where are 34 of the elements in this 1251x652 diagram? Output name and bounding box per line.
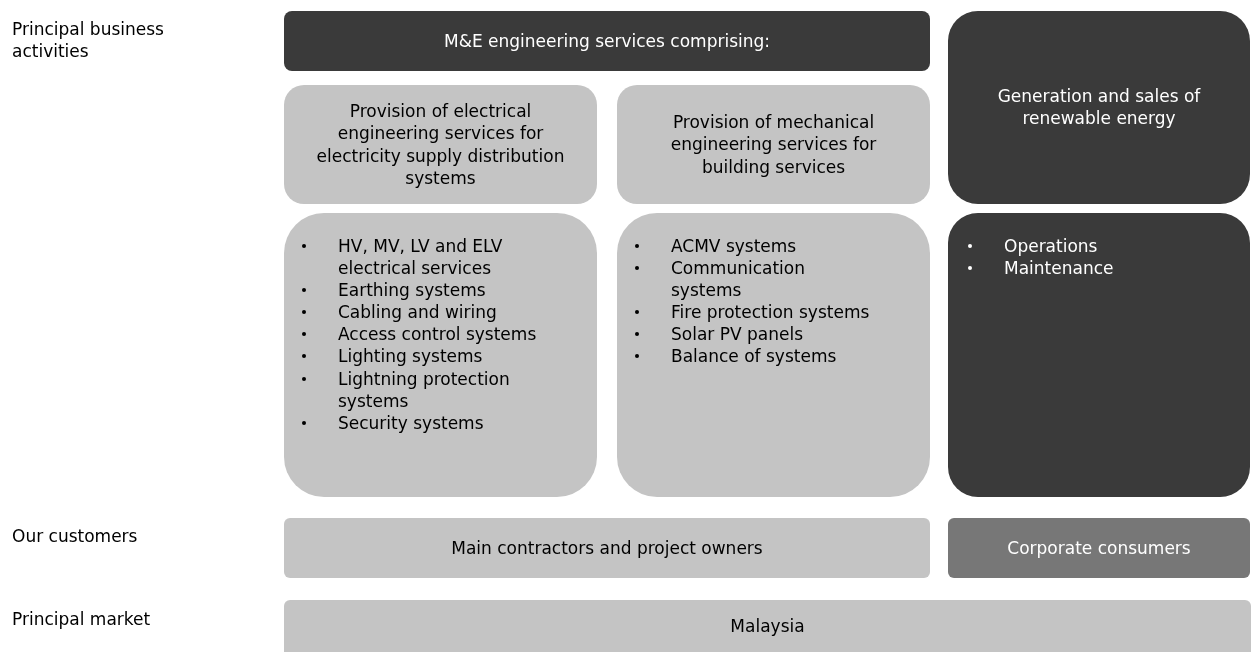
box-text: Malaysia (730, 614, 805, 638)
bullet-item: Fire protection systems (635, 301, 922, 324)
bullet-item: HV, MV, LV and ELV electrical services (302, 235, 589, 280)
service-box (617, 85, 930, 204)
market-bar (284, 600, 1251, 652)
box-text: Main contractors and project owners (451, 536, 763, 560)
box-text: Provision of mechanical engineering services for building services (669, 111, 878, 178)
box-text: Generation and sales of renewable energy (996, 85, 1202, 130)
customer-box (284, 518, 930, 578)
row-label: Principal market (12, 608, 152, 631)
service-box (284, 85, 597, 204)
bullet-item: Communication systems (635, 257, 922, 302)
bullet-item: Security systems (302, 411, 589, 434)
bullet-item: Lighting systems (302, 345, 589, 368)
bullet-item: Cabling and wiring (302, 301, 589, 324)
bullet-item: Balance of systems (635, 345, 922, 368)
service-box (948, 11, 1250, 204)
box-text: M&E engineering services comprising: (444, 29, 770, 53)
bullet-item: Maintenance (968, 257, 1242, 280)
bullet-item: Operations (968, 235, 1242, 258)
bullet-item: Access control systems (302, 323, 589, 346)
row-label: Our customers (12, 525, 139, 548)
box-text: Corporate consumers (1007, 536, 1191, 560)
bullet-item: Earthing systems (302, 279, 589, 302)
bullet-item: Lightning protection systems (302, 367, 589, 412)
bullet-list-box (617, 213, 930, 497)
bullet-item: ACMV systems (635, 235, 922, 258)
bullet-list-box (948, 213, 1250, 497)
customer-box (948, 518, 1250, 578)
box-text: Provision of electrical engineering services for electricity supply distribution systems (315, 100, 566, 189)
row-label: Principal business activities (12, 18, 165, 63)
bullet-item: Solar PV panels (635, 323, 922, 346)
bullet-list-box (284, 213, 597, 497)
category-header (284, 11, 930, 71)
